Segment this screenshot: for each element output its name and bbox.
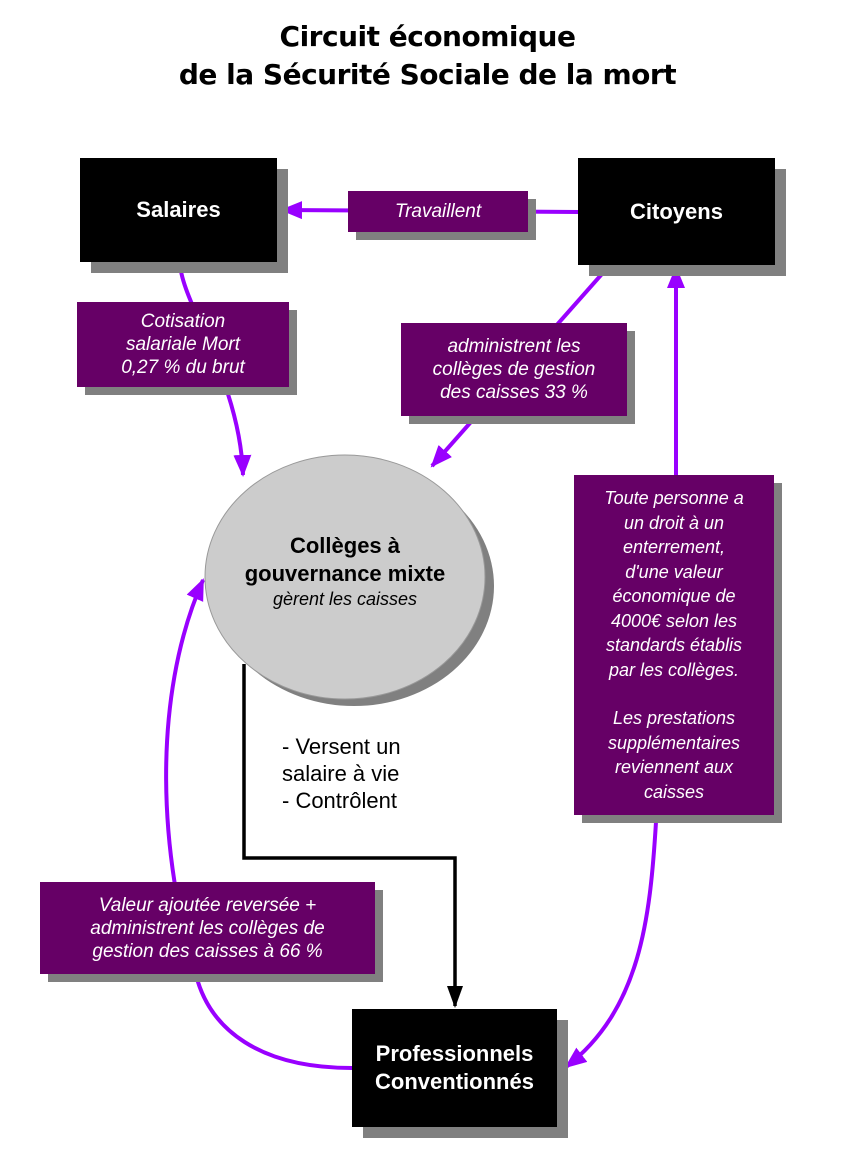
node-citoyens: Citoyens [578, 158, 775, 265]
valeur-ajoutee-line: administrent les collèges de [90, 917, 325, 939]
node-citoyens-label: Citoyens [630, 198, 723, 224]
droit-line: caisses [643, 781, 705, 802]
droit-line: 4000€ selon les [610, 610, 738, 631]
edge-label-travaillent-text: Travaillent [394, 201, 482, 222]
arrow-colleges-to-professionnels [242, 664, 463, 1008]
edge-label-administrent-33: administrent les collèges de gestion des… [401, 323, 627, 416]
droit-line: reviennent aux [614, 757, 734, 777]
colleges-title-line-2: gouvernance mixte [244, 561, 446, 586]
arrow-droit-to-professionnels [564, 821, 658, 1069]
colleges-circle-text: Collèges à gouvernance mixte gèrent les … [205, 532, 485, 610]
node-professionnels-line-1: Professionnels [375, 1041, 534, 1066]
valeur-ajoutee-line: gestion des caisses à 66 % [92, 940, 323, 962]
droit-line: standards établis [605, 635, 743, 655]
edge-label-droit-enterrement: Toute personne a un droit à un enterreme… [574, 475, 774, 815]
edge-label-valeur-ajoutee: Valeur ajoutée reversée + administrent l… [40, 882, 375, 974]
edge-label-versent: - Versent un salaire à vie - Contrôlent [282, 733, 401, 814]
droit-line: économique de [612, 586, 736, 606]
droit-line: Toute personne a [604, 488, 744, 508]
colleges-subtitle: gèrent les caisses [272, 589, 418, 609]
administrent-33-line: collèges de gestion [432, 359, 596, 380]
diagram-title-line-2: de la Sécurité Sociale de la mort [178, 58, 677, 91]
colleges-circle [204, 454, 486, 700]
valeur-ajoutee-line: Valeur ajoutée reversée + [98, 894, 317, 916]
droit-line: d'une valeur [625, 561, 723, 582]
droit-line: par les collèges. [608, 659, 740, 680]
node-professionnels-line-2: Conventionnés [375, 1069, 534, 1094]
droit-line: Les prestations [612, 708, 736, 728]
edge-label-travaillent: Travaillent [348, 191, 528, 232]
cotisation-line: salariale Mort [125, 334, 241, 355]
administrent-33-line: administrent les [447, 336, 581, 357]
node-professionnels: Professionnels Conventionnés [352, 1009, 557, 1127]
cotisation-line: 0,27 % du brut [121, 357, 245, 378]
droit-line: enterrement, [622, 537, 726, 557]
cotisation-line: Cotisation [140, 311, 226, 332]
administrent-33-line: des caisses 33 % [440, 382, 588, 403]
colleges-title-line-1: Collèges à [289, 533, 401, 558]
node-salaires: Salaires [80, 158, 277, 262]
droit-line: supplémentaires [607, 732, 741, 753]
diagram-title-line-1: Circuit économique [279, 20, 576, 53]
versent-line: salaire à vie [282, 761, 400, 786]
node-salaires-label: Salaires [136, 197, 221, 222]
edge-label-cotisation: Cotisation salariale Mort 0,27 % du brut [77, 302, 289, 387]
versent-line: - Contrôlent [282, 788, 397, 813]
droit-line: un droit à un [623, 512, 725, 533]
versent-line: - Versent un [282, 734, 401, 759]
